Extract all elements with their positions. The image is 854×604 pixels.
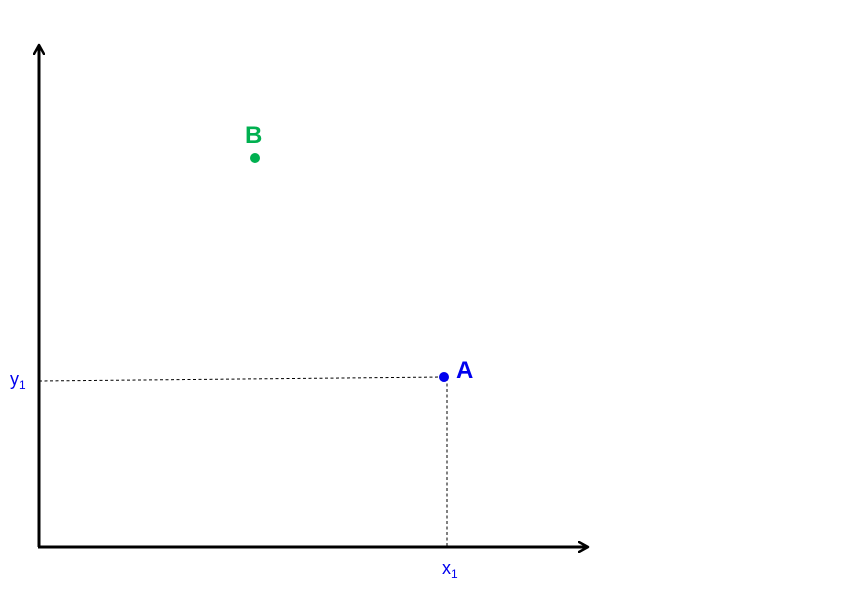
point-a-label: A [456,357,473,384]
point-a-marker [439,372,449,382]
y1-tick-label: y1 [10,369,26,392]
point-b-marker [250,153,260,163]
point-b-label: B [245,122,262,149]
x1-tick-subscript: 1 [451,567,458,581]
y1-tick-subscript: 1 [19,378,26,392]
horizontal-guide-line [38,376,445,382]
x1-tick-base: x [442,558,451,578]
x1-tick-label: x1 [442,558,458,581]
y1-tick-base: y [10,369,19,389]
